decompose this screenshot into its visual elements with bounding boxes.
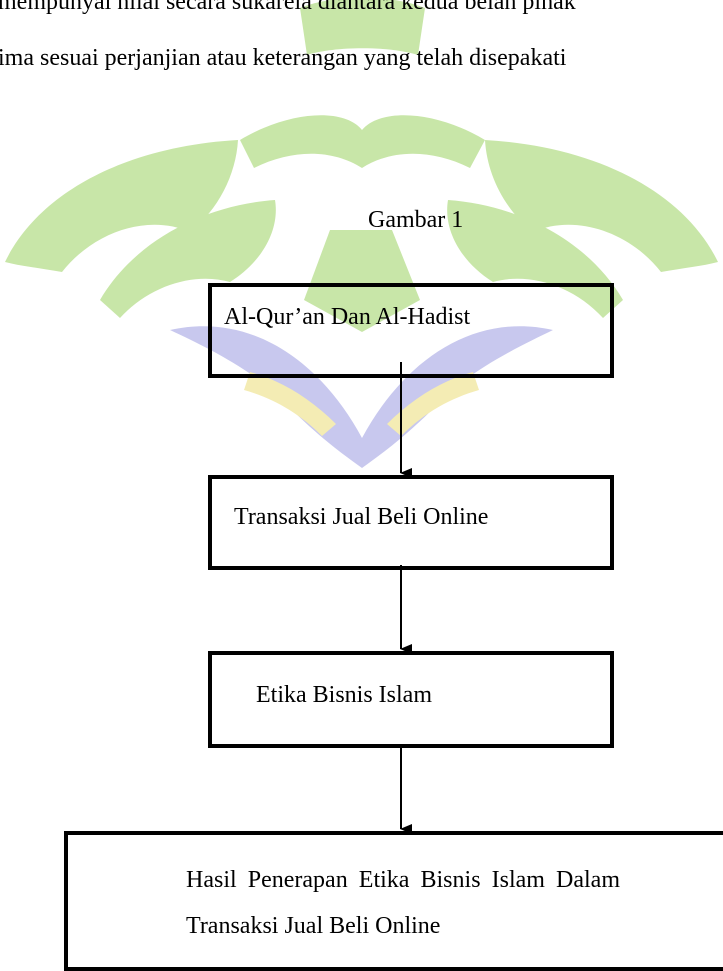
watermark-book: [240, 115, 485, 168]
watermark-left-inner-leaf: [100, 200, 276, 318]
flowchart-box-label: Al-Qur’an Dan Al-Hadist: [224, 304, 471, 330]
watermark-yellow-band-left: [244, 372, 336, 436]
watermark-blue-ribbon: [170, 326, 553, 468]
flowchart-box-label: Hasil Penerapan Etika Bisnis Islam Dalam…: [186, 867, 620, 939]
flowchart-box-label: Etika Bisnis Islam: [256, 682, 432, 708]
flowchart-box-quran-hadist: Al-Qur’an Dan Al-Hadist: [208, 283, 614, 378]
paragraph-line-2: ima sesuai perjanjian atau keterangan ya…: [0, 45, 567, 71]
flowchart-box-label: Transaksi Jual Beli Online: [234, 504, 489, 530]
watermark-center-shape: [304, 230, 420, 332]
watermark-right-leaf: [485, 140, 718, 272]
watermark-yellow-band-right: [387, 372, 479, 436]
figure-caption: Gambar 1: [368, 207, 464, 233]
watermark-right-inner-leaf: [447, 200, 623, 318]
watermark-top-crown: [300, 0, 425, 55]
watermark-left-leaf: [5, 140, 238, 272]
paragraph-line-1: mempunyai nilai secara sukarela diantara…: [0, 0, 576, 15]
